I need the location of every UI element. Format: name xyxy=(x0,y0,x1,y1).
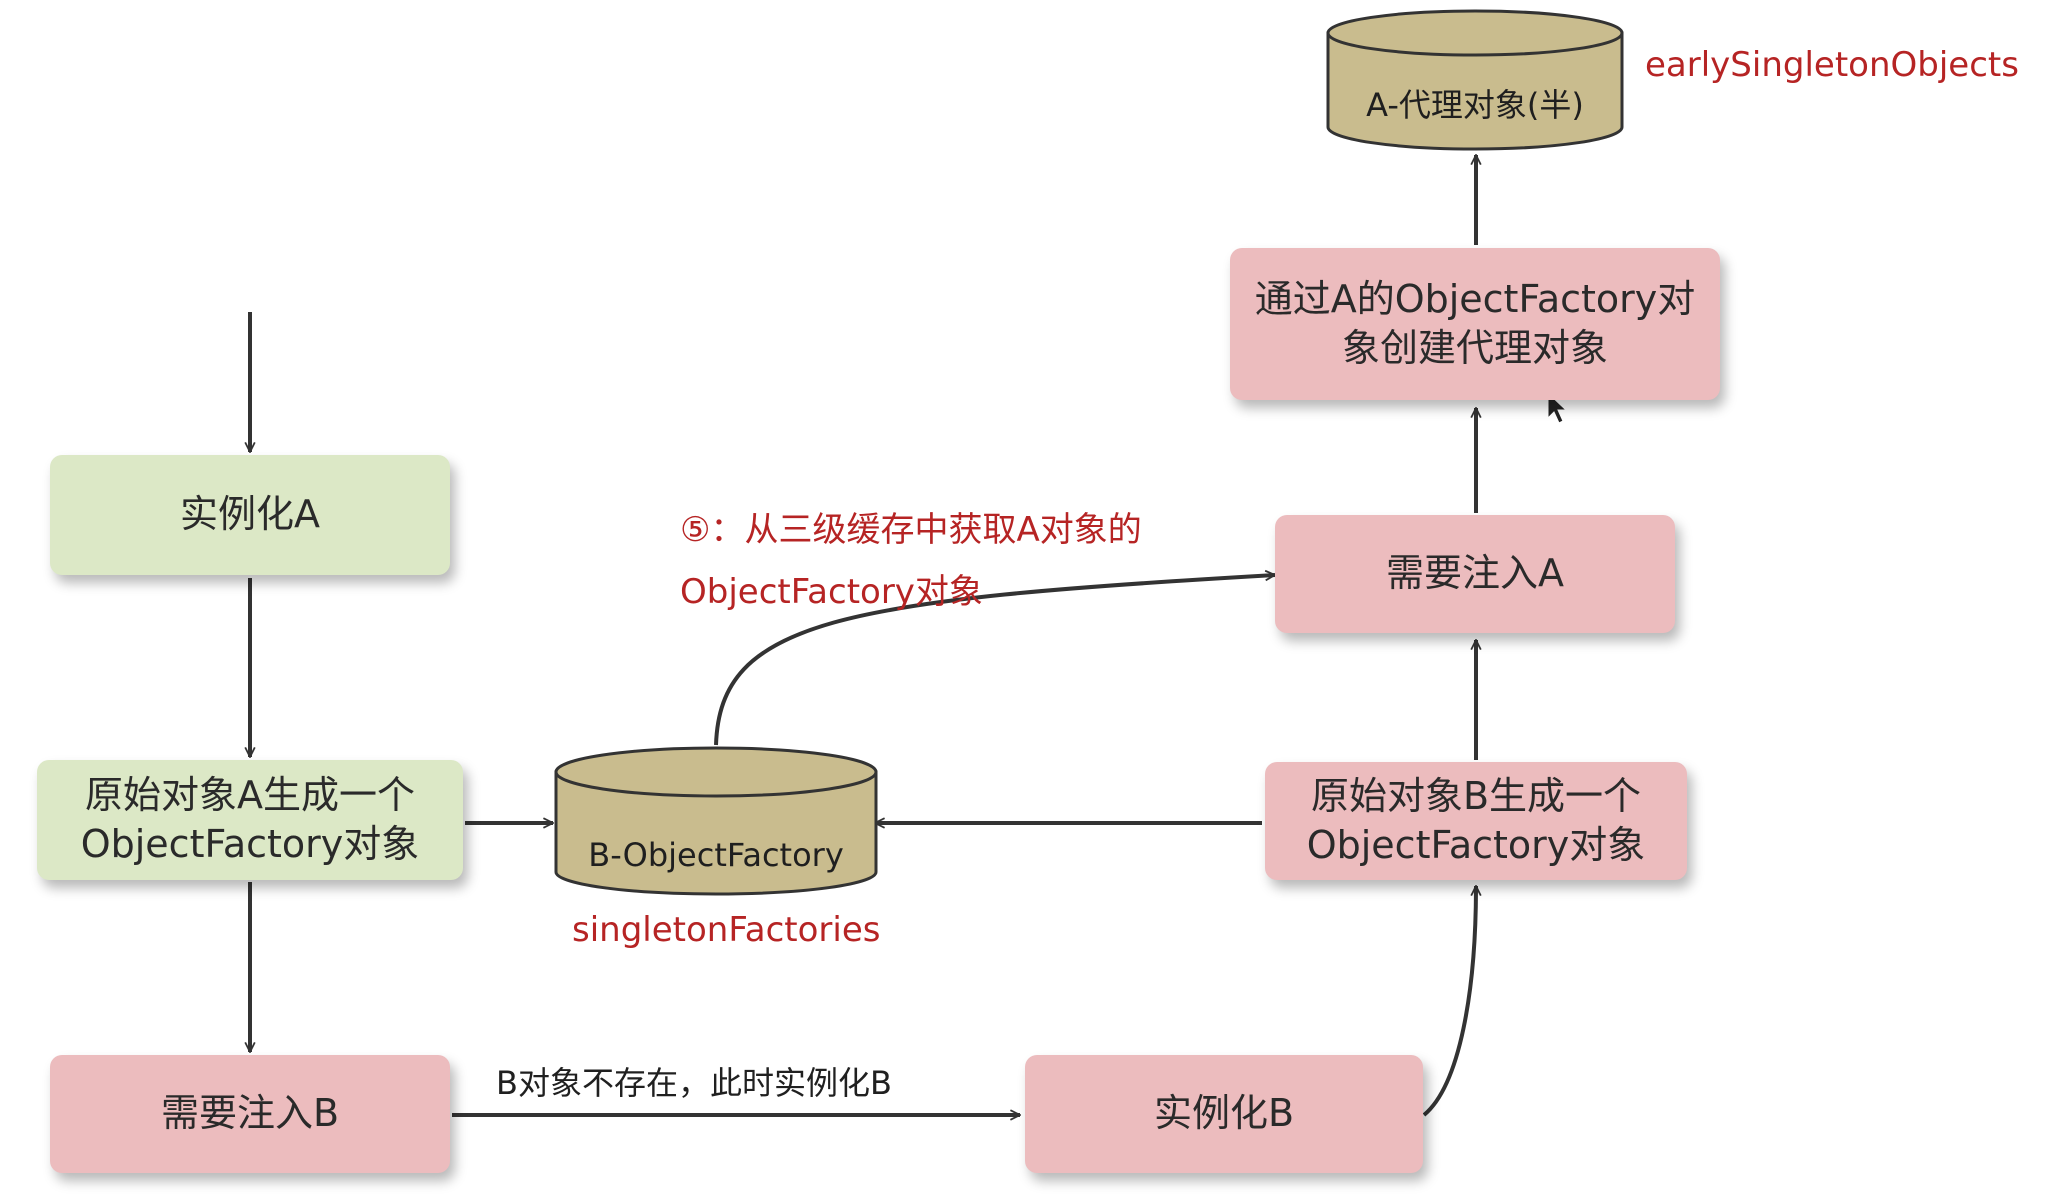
cache-cylinder-singleton-factories xyxy=(554,746,878,896)
instantiate-b-label: 实例化B xyxy=(1153,1091,1295,1136)
singleton-factories-label: singletonFactories xyxy=(572,910,881,950)
b-object-factory-label-line2: ObjectFactory对象 xyxy=(1306,823,1646,867)
early-singleton-objects-label: earlySingletonObjects xyxy=(1645,45,2019,85)
inject-a-label: 需要注入A xyxy=(1386,551,1564,596)
mouse-cursor-icon xyxy=(1547,391,1568,424)
instantiate-b-step: 实例化B xyxy=(1025,1055,1423,1173)
cache-cylinder-early-singleton-objects xyxy=(1326,9,1624,151)
b-not-exist-annotation: B对象不存在，此时实例化B xyxy=(496,1064,892,1102)
create-proxy-label-line1: 通过A的ObjectFactory对 xyxy=(1254,276,1696,321)
a-object-factory-step: 原始对象A生成一个 ObjectFactory对象 xyxy=(37,760,463,880)
create-proxy-step: 通过A的ObjectFactory对 象创建代理对象 xyxy=(1230,248,1720,400)
inject-b-label: 需要注入B xyxy=(160,1091,340,1136)
arrow-cache-to-inject-a xyxy=(714,575,1275,746)
arrow-instantiate-b-to-b-factory xyxy=(1422,886,1476,1117)
a-object-factory-label-line1: 原始对象A生成一个 xyxy=(85,772,415,817)
instantiate-a-label: 实例化A xyxy=(180,492,320,537)
a-object-factory-label-line2: ObjectFactory对象 xyxy=(80,822,420,866)
inject-a-step: 需要注入A xyxy=(1275,515,1675,633)
a-proxy-cache-label: A-代理对象(半) xyxy=(1366,86,1584,124)
b-object-factory-label-line1: 原始对象B生成一个 xyxy=(1310,773,1642,818)
b-object-factory-step: 原始对象B生成一个 ObjectFactory对象 xyxy=(1265,762,1687,880)
step5-annotation-line1: ⑤：从三级缓存中获取A对象的 xyxy=(680,510,1142,550)
step5-annotation-line2: ObjectFactory对象 xyxy=(680,572,983,612)
create-proxy-label-line2: 象创建代理对象 xyxy=(1341,326,1608,370)
inject-b-step: 需要注入B xyxy=(50,1055,450,1173)
instantiate-a-step: 实例化A xyxy=(50,455,450,575)
b-object-factory-cache-label: B-ObjectFactory xyxy=(588,836,844,874)
